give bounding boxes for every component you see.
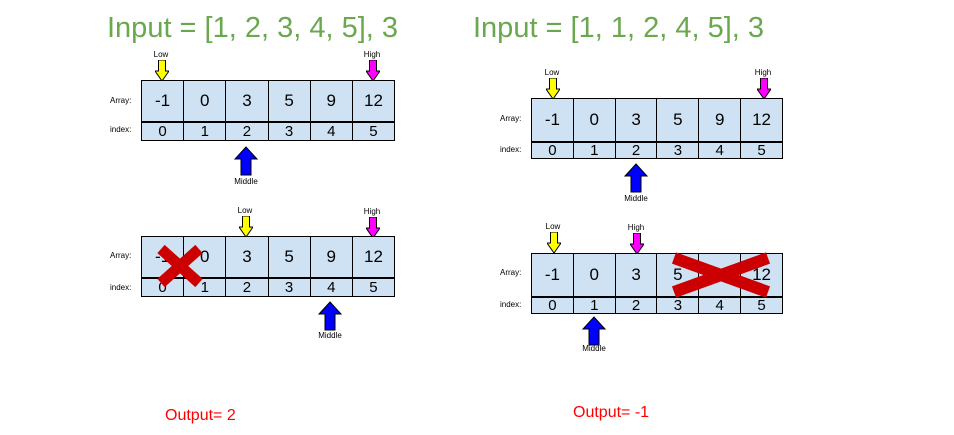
right-step2-array-row: -1 0 3 5 9 12	[531, 253, 783, 297]
right-step1-array-row: -1 0 3 5 9 12	[531, 98, 783, 142]
index-cell: 5	[740, 142, 782, 159]
right-step2-middle-label: Middle	[582, 344, 606, 353]
array-cell: 5	[656, 254, 698, 296]
index-cell: 0	[548, 142, 557, 159]
index-cell: 4	[309, 123, 352, 140]
index-cell: 2	[225, 123, 267, 140]
index-cell: 4	[309, 279, 352, 296]
array-cell: 9	[698, 99, 740, 141]
left-step2-high-label: High	[363, 207, 381, 216]
right-step1-middle-arrow-icon	[624, 163, 648, 193]
array-cell: 12	[740, 99, 782, 141]
right-step2-middle-arrow-icon	[582, 316, 606, 346]
index-cell: 4	[698, 142, 740, 159]
left-output: Output= 2	[165, 407, 236, 424]
left-step1-array-row: -1 0 3 5 9 12	[141, 80, 395, 122]
right-step1-middle-label: Middle	[624, 194, 648, 203]
left-step2-low-label: Low	[237, 206, 253, 215]
array-cell: 12	[740, 254, 782, 296]
array-cell: 12	[351, 81, 394, 121]
index-cell: 0	[158, 279, 167, 296]
array-cell: 0	[572, 254, 615, 296]
array-cell: 5	[267, 81, 310, 121]
right-step1-index-label: index:	[500, 145, 522, 154]
left-step2-index-row: 0 1 2 3 4 5	[141, 277, 395, 297]
index-cell: 2	[614, 297, 657, 314]
right-step2-index-row: 0 1 2 3 4 5	[531, 296, 783, 314]
right-step1-high-label: High	[754, 68, 772, 77]
index-cell: 1	[572, 297, 615, 314]
left-step1-index-label: index:	[110, 125, 132, 134]
right-step2-array-label: Array:	[500, 268, 522, 277]
index-cell: 2	[225, 279, 267, 296]
left-step1-array-label: Array:	[110, 96, 132, 105]
left-step1-middle-label: Middle	[234, 177, 258, 186]
array-cell: -1	[544, 265, 560, 284]
index-cell: 3	[267, 279, 310, 296]
left-step2-index-label: index:	[110, 283, 132, 292]
right-step1-high-arrow-icon	[757, 78, 771, 100]
index-cell: 3	[656, 142, 698, 159]
right-output: Output= -1	[573, 404, 650, 421]
right-step1-array-label: Array:	[500, 114, 522, 123]
index-cell: 3	[656, 297, 698, 314]
array-cell: -1	[155, 91, 171, 110]
left-step1-high-arrow-icon	[366, 60, 380, 82]
right-step2-high-label: High	[627, 223, 645, 232]
array-cell: 3	[614, 254, 657, 296]
left-step1-low-label: Low	[153, 50, 169, 59]
right-step2-high-arrow-icon	[630, 233, 644, 255]
right-step1-low-label: Low	[544, 68, 560, 77]
index-cell: 5	[740, 297, 782, 314]
index-cell: 2	[614, 142, 657, 159]
index-cell: 1	[183, 279, 225, 296]
right-step2-cross-icon	[671, 252, 771, 298]
right-step2-low-arrow-icon	[547, 232, 561, 254]
index-cell: 4	[698, 297, 740, 314]
left-step2-high-arrow-icon	[366, 217, 380, 239]
array-cell: 5	[267, 237, 310, 277]
right-step2-low-label: Low	[545, 222, 561, 231]
right-step1-low-arrow-icon	[546, 78, 560, 100]
left-step2-middle-arrow-icon	[318, 301, 342, 331]
left-step2-cross-icon	[157, 244, 203, 288]
array-cell: 3	[225, 81, 267, 121]
index-cell: 5	[351, 123, 394, 140]
left-step2-array-label: Array:	[110, 251, 132, 260]
left-step2-low-arrow-icon	[239, 216, 253, 238]
index-cell: 5	[351, 279, 394, 296]
right-input-title: Input = [1, 1, 2, 4, 5], 3	[473, 12, 765, 44]
right-step2-index-label: index:	[500, 300, 522, 309]
left-step1-index-row: 0 1 2 3 4 5	[141, 121, 395, 141]
left-step1-middle-arrow-icon	[234, 146, 258, 176]
right-step1-index-row: 0 1 2 3 4 5	[531, 141, 783, 159]
index-cell: 0	[158, 123, 167, 140]
array-cell: 3	[225, 237, 267, 277]
array-cell: -1	[544, 110, 560, 129]
index-cell: 3	[267, 123, 310, 140]
array-cell: 9	[309, 237, 352, 277]
array-cell: 0	[183, 81, 225, 121]
index-cell: 0	[548, 297, 557, 314]
index-cell: 1	[183, 123, 225, 140]
left-step1-low-arrow-icon	[155, 60, 169, 82]
left-step2-middle-label: Middle	[318, 331, 342, 340]
array-cell: 0	[572, 99, 615, 141]
array-cell: 9	[309, 81, 352, 121]
array-cell: 3	[614, 99, 657, 141]
array-cell: 5	[656, 99, 698, 141]
left-input-title: Input = [1, 2, 3, 4, 5], 3	[107, 12, 399, 44]
left-step1-high-label: High	[363, 50, 381, 59]
index-cell: 1	[572, 142, 615, 159]
array-cell: 12	[351, 237, 394, 277]
